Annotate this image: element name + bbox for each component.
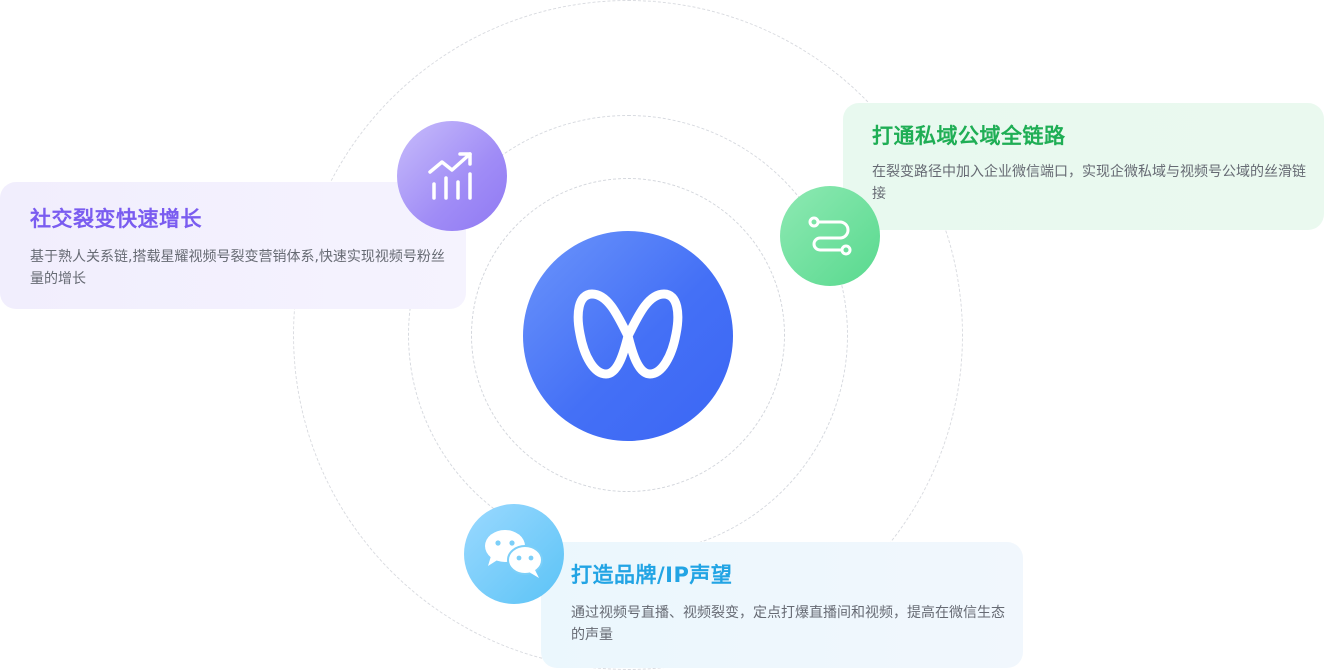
growth-badge — [397, 121, 507, 231]
wechat-icon — [485, 530, 543, 578]
card-description: 基于熟人关系链,搭载星耀视频号裂变营销体系,快速实现视频号粉丝量的增长 — [30, 249, 445, 287]
wechat-badge — [464, 504, 564, 604]
card-description: 在裂变路径中加入企业微信端口，实现企微私域与视频号公域的丝滑链接 — [872, 164, 1306, 202]
decorative-ring-inner — [471, 178, 785, 492]
growth-chart-icon — [428, 152, 472, 200]
link-badge — [780, 186, 880, 286]
infinity-logo-icon — [573, 289, 683, 379]
card-title: 社交裂变快速增长 — [30, 207, 202, 231]
center-logo — [523, 231, 733, 441]
card-brand-ip: 打造品牌/IP声望 通过视频号直播、视频裂变，定点打爆直播间和视频，提高在微信生… — [541, 542, 1023, 668]
link-path-icon — [808, 216, 852, 256]
card-description: 通过视频号直播、视频裂变，定点打爆直播间和视频，提高在微信生态的声量 — [571, 605, 1005, 643]
card-title: 打造品牌/IP声望 — [571, 563, 733, 587]
card-private-domain: 打通私域公域全链路 在裂变路径中加入企业微信端口，实现企微私域与视频号公域的丝滑… — [843, 103, 1324, 230]
card-title: 打通私域公域全链路 — [872, 124, 1066, 148]
card-social-growth: 社交裂变快速增长 基于熟人关系链,搭载星耀视频号裂变营销体系,快速实现视频号粉丝… — [0, 182, 466, 309]
